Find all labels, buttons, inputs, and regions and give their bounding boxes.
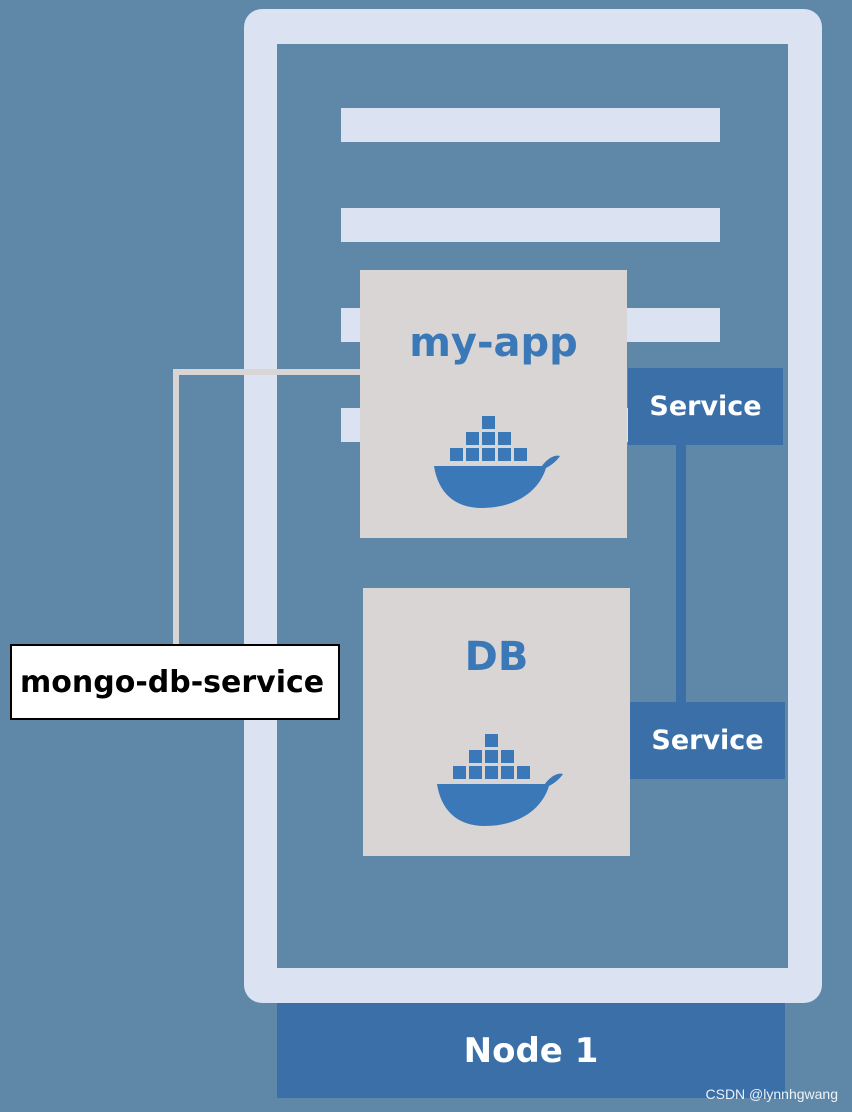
mongo-service-connector [173, 369, 362, 644]
node-label: Node 1 [277, 1003, 785, 1098]
node-bar [341, 108, 720, 142]
service-my-app: Service [628, 368, 783, 445]
pod-label: DB [464, 634, 529, 680]
pod-db: DB [363, 588, 630, 856]
mongo-db-service-callout: mongo-db-service [10, 644, 340, 720]
pod-my-app: my-app [360, 270, 627, 538]
docker-whale-icon [437, 734, 563, 826]
watermark: CSDN @lynnhgwang [705, 1086, 839, 1102]
node-bar [341, 208, 720, 242]
pod-label: my-app [409, 320, 578, 366]
service-db: Service [630, 702, 785, 779]
docker-whale-icon [434, 416, 560, 508]
